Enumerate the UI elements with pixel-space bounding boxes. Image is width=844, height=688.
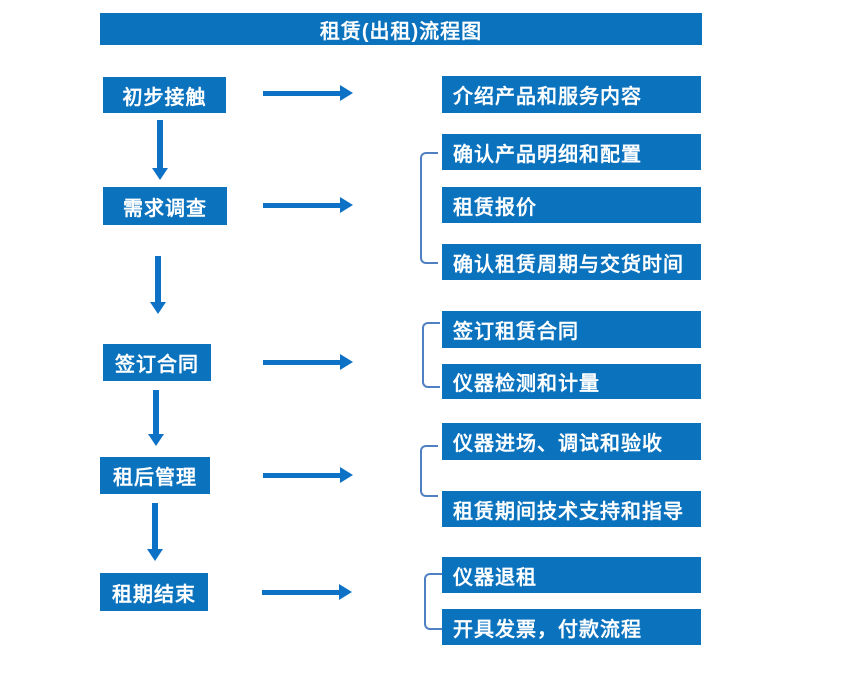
right-arrow-icon-4 [263, 467, 353, 483]
group-bracket-demand-survey [420, 152, 438, 264]
detail-box-technical-support: 租赁期间技术支持和指导 [442, 491, 701, 527]
right-arrow-icon-1 [263, 85, 353, 101]
stage-box-demand-survey: 需求调查 [103, 187, 227, 225]
stage-box-sign-contract: 签订合同 [103, 344, 211, 381]
right-arrow-icon-2 [263, 197, 353, 213]
detail-box-confirm-rental-period: 确认租赁周期与交货时间 [442, 244, 701, 280]
stage-box-initial-contact: 初步接触 [103, 77, 226, 113]
right-arrow-icon-3 [263, 354, 353, 370]
group-bracket-rental-end [424, 573, 442, 630]
down-arrow-icon-1 [152, 120, 168, 180]
down-arrow-icon-2 [150, 256, 166, 314]
detail-box-instrument-testing: 仪器检测和计量 [442, 364, 701, 399]
detail-box-introduce-products: 介绍产品和服务内容 [442, 76, 701, 113]
down-arrow-icon-3 [148, 390, 164, 446]
down-arrow-icon-4 [147, 503, 163, 561]
stage-box-rental-end: 租期结束 [100, 573, 208, 611]
diagram-title: 租赁(出租)流程图 [100, 13, 702, 45]
detail-box-sign-rental-contract: 签订租赁合同 [442, 311, 701, 348]
right-arrow-icon-5 [262, 584, 352, 600]
stage-box-post-rental-management: 租后管理 [100, 457, 210, 494]
detail-box-confirm-product-details: 确认产品明细和配置 [442, 134, 701, 170]
group-bracket-post-rental-management [420, 445, 438, 497]
detail-box-rental-quotation: 租赁报价 [442, 187, 701, 223]
detail-box-instrument-return: 仪器退租 [442, 557, 701, 593]
group-bracket-sign-contract [422, 322, 440, 388]
detail-box-instrument-setup-acceptance: 仪器进场、调试和验收 [442, 423, 701, 460]
detail-box-invoice-payment: 开具发票，付款流程 [442, 609, 701, 645]
